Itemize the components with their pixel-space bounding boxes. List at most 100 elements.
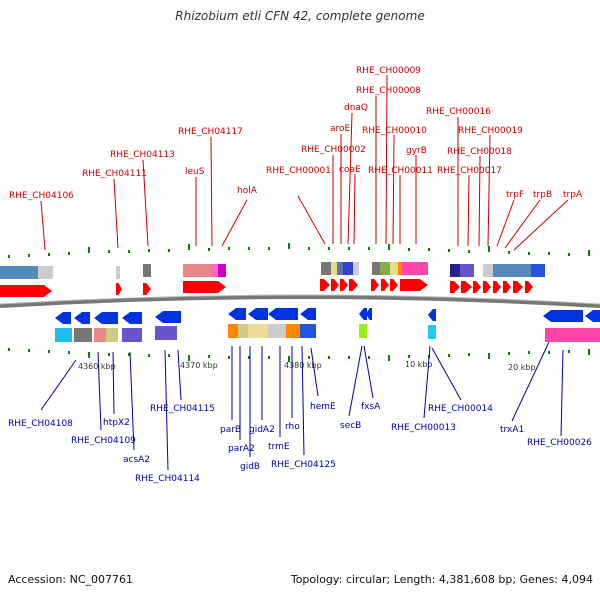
forward-gene-arrow	[513, 281, 523, 293]
tick-mark	[228, 356, 230, 359]
gene-label[interactable]: trpB	[533, 190, 552, 200]
tick-mark	[128, 250, 130, 253]
gene-label[interactable]: RHE_CH04106	[9, 191, 74, 201]
gene-label[interactable]: RHE_CH00017	[437, 166, 502, 176]
gene-label[interactable]: RHE_CH00018	[447, 147, 512, 157]
feature-bar	[531, 264, 545, 277]
gene-label[interactable]: RHE_CH00008	[356, 86, 421, 96]
gene-label[interactable]: parA2	[228, 444, 255, 454]
reverse-gene-arrow	[585, 310, 600, 322]
forward-gene-arrow	[381, 279, 389, 291]
tick-mark	[208, 248, 210, 251]
reverse-strand-arrows	[55, 308, 600, 324]
tick-mark	[28, 349, 30, 352]
tick-mark	[568, 350, 570, 353]
reverse-gene-arrow	[300, 308, 316, 320]
feature-bar	[428, 325, 436, 339]
gene-label[interactable]: secB	[340, 421, 361, 431]
forward-gene-arrow	[143, 283, 151, 295]
tick-mark	[308, 356, 310, 359]
gene-label[interactable]: aroE	[330, 124, 351, 134]
upper-gene-labels: RHE_CH04106 RHE_CH04111 RHE_CH04113 RHE_…	[9, 66, 583, 251]
tick-mark	[188, 355, 190, 361]
gene-label[interactable]: RHE_CH00010	[362, 126, 427, 136]
feature-bar	[390, 262, 398, 275]
forward-gene-arrow	[340, 279, 348, 291]
tick-mark	[348, 247, 350, 250]
feature-bar	[122, 328, 142, 342]
lower-gene-labels: RHE_CH04108 RHE_CH04109 htpX2 acsA2 RHE_…	[8, 341, 592, 484]
tick-mark	[528, 252, 530, 255]
tick-mark	[8, 348, 10, 351]
gene-label[interactable]: RHE_CH00013	[391, 423, 456, 433]
gene-label[interactable]: parB	[220, 425, 241, 435]
tick-mark	[128, 353, 130, 356]
gene-label[interactable]: RHE_CH00016	[426, 107, 491, 117]
gene-label[interactable]: hemE	[310, 402, 336, 412]
feature-bar	[300, 324, 316, 338]
feature-bar	[359, 324, 367, 338]
gene-label[interactable]: RHE_CH04113	[110, 150, 175, 160]
gene-label[interactable]: gidB	[240, 462, 260, 472]
gene-label[interactable]: RHE_CH04125	[271, 460, 336, 470]
feature-bar	[248, 324, 268, 338]
lower-tick-marks	[8, 348, 590, 362]
tick-mark	[68, 252, 70, 255]
tick-mark	[388, 244, 390, 250]
tick-mark	[528, 351, 530, 354]
forward-gene-arrow	[450, 281, 460, 293]
tick-mark	[368, 356, 370, 359]
gene-label[interactable]: gyrB	[406, 146, 427, 156]
gene-label[interactable]: htpX2	[103, 418, 130, 428]
tick-mark	[448, 249, 450, 252]
tick-mark	[308, 247, 310, 250]
gene-label[interactable]: RHE_CH04108	[8, 419, 73, 429]
gene-label[interactable]: RHE_CH00026	[527, 438, 592, 448]
tick-mark	[228, 247, 230, 250]
gene-label[interactable]: gidA2	[249, 425, 275, 435]
reverse-gene-arrow	[228, 308, 246, 320]
gene-label[interactable]: trpA	[563, 190, 583, 200]
gene-label[interactable]: coaE	[339, 165, 361, 175]
gene-label[interactable]: RHE_CH00011	[368, 166, 433, 176]
gene-label[interactable]: trmE	[268, 442, 290, 452]
feature-bar	[211, 264, 218, 277]
gene-label[interactable]: acsA2	[123, 455, 150, 465]
reverse-gene-arrow	[248, 308, 268, 320]
tick-mark	[288, 356, 290, 362]
gene-label[interactable]: RHE_CH00001	[266, 166, 331, 176]
gene-label[interactable]: RHE_CH04109	[71, 436, 136, 446]
gene-label[interactable]: rho	[285, 422, 300, 432]
gene-label[interactable]: trxA1	[500, 425, 524, 435]
gene-label[interactable]: RHE_CH00009	[356, 66, 421, 76]
gene-label[interactable]: RHE_CH00019	[458, 126, 523, 136]
tick-mark	[508, 251, 510, 254]
gene-label[interactable]: RHE_CH04111	[82, 169, 147, 179]
gene-label[interactable]: RHE_CH04117	[178, 127, 243, 137]
gene-label[interactable]: fxsA	[361, 402, 381, 412]
gene-label[interactable]: RHE_CH04114	[135, 474, 200, 484]
feature-bar	[183, 264, 211, 277]
genome-title: Rhizobium etli CFN 42, complete genome	[175, 9, 425, 23]
feature-bar	[38, 266, 53, 279]
tick-mark	[148, 354, 150, 357]
gene-label[interactable]: trpF	[506, 190, 524, 200]
genome-backbone-highlight	[0, 294, 600, 305]
reverse-gene-arrow	[94, 312, 118, 324]
tick-mark	[108, 250, 110, 253]
gene-label[interactable]: leuS	[185, 167, 205, 177]
gene-label[interactable]: RHE_CH00014	[428, 404, 493, 414]
gene-label[interactable]: holA	[237, 186, 258, 196]
tick-mark	[168, 354, 170, 357]
gene-label[interactable]: RHE_CH04115	[150, 404, 215, 414]
feature-bar	[116, 266, 120, 279]
tick-mark	[288, 243, 290, 249]
feature-bar	[0, 266, 40, 279]
scale-tick-label: 20 kbp	[508, 363, 536, 372]
tick-mark	[488, 246, 490, 252]
feature-bar	[155, 326, 177, 340]
gene-label[interactable]: RHE_CH00002	[301, 145, 366, 155]
gene-label[interactable]: dnaQ	[344, 103, 368, 113]
forward-gene-arrow	[461, 281, 472, 293]
